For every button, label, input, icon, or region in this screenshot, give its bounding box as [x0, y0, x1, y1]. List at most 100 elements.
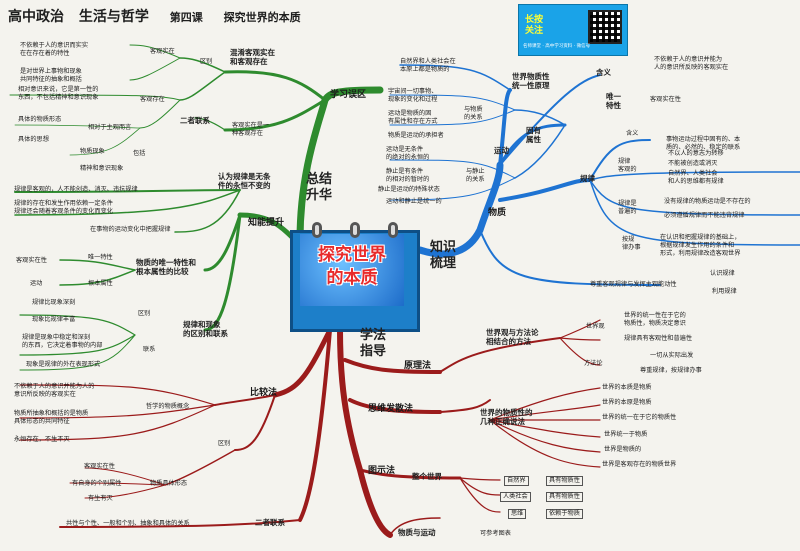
node-fundamental: 根本属性 [88, 280, 113, 287]
node-mistake1: 混淆客观实在 和客观存在 [230, 48, 275, 67]
node-relation3-desc: 共性与个性、一般和个别、抽象和具体的关系 [66, 520, 190, 527]
node-matter-motion: 物质与运动 [398, 528, 436, 537]
node-world-view: 世界观 [586, 323, 605, 330]
node-act-desc: 在认识和把握规律的基础上， 根据规律发生作用的条件和 形式，利用规律改造客观世界 [660, 234, 741, 257]
node-distinction2: 区别 [138, 310, 151, 317]
node-law3: 在事物的运动变化中把握规律 [90, 226, 171, 233]
node-birth2: 有生有灭 [88, 495, 113, 502]
node-use-law: 利用规律 [712, 288, 737, 295]
node-law-objective: 规律 客观的 [618, 158, 637, 173]
node-static-rel: 与静止 的关系 [466, 168, 485, 183]
node-world-method: 世界观与方法论 相结合的方法 [486, 328, 539, 347]
binder-ring-icon [350, 222, 360, 238]
node-phen-ext: 现象是规律的外在表现形式 [26, 361, 101, 368]
node-respect: 尊重客观规律与发挥主观能动性 [590, 281, 677, 288]
node-relation2-desc: 客观实在是一 种客观存在 [232, 122, 270, 137]
node-has-matter2: 具有物质性 [546, 492, 583, 502]
node-concrete-form: 物质具体形态 [150, 480, 188, 487]
node-has-matter1: 具有物质性 [546, 476, 583, 486]
node-law-meaning: 含义 [626, 130, 639, 137]
node-unique-title: 物质的唯一特性和 根本属性的比较 [136, 258, 196, 277]
promo-small-text: 名师课堂 · 高中学习资料 · 微信号 [523, 44, 591, 49]
center-topic: 探究世界 的本质 [290, 222, 420, 332]
node-unity-title: 世界物质性 统一性原理 [512, 72, 550, 91]
node-law1: 规律是客观的，人不能创造、消灭、违抗规律 [14, 186, 138, 193]
node-law-right: 规律 [580, 174, 595, 183]
node-unique-right: 唯一 特性 [606, 92, 621, 111]
branch-principle: 原理法 [404, 361, 432, 371]
node-u5: 世界是物质的 [604, 446, 642, 453]
course-title: 高中政治 [8, 9, 64, 25]
node-obj1: 不以人的意志为转移 [668, 150, 724, 157]
node-movement: 运动 [494, 146, 509, 155]
node-obj-reality-right: 客观实在性 [650, 96, 681, 103]
branch-summary: 总结 升华 [306, 172, 333, 204]
center-title-line2: 的本质 [326, 267, 378, 288]
node-law-universal: 规律是 普遍的 [618, 200, 637, 215]
center-globe [300, 234, 404, 306]
node-relation2: 二者联系 [180, 116, 210, 125]
lesson-label: 第四课 [169, 11, 203, 24]
node-wv1: 世界的统一性在于它的 物质性，物质决定意识 [624, 312, 686, 327]
node-link-desc: 规律是现象中稳定和深刻 的东西，它决定着事物的内部 [22, 334, 103, 349]
node-motion: 运动 [30, 280, 43, 287]
book-title: 生活与哲学 [78, 9, 149, 25]
node-birth: 有自身的个别属性 [72, 480, 122, 487]
node-spiritual-phen: 精神和意识现象 [80, 165, 124, 172]
node-include: 包括 [133, 150, 146, 157]
node-obj-reality: 客观实在 [150, 48, 175, 55]
node-u6: 世界是客观存在的物质世界 [602, 461, 677, 468]
node-act: 按规 律办事 [622, 236, 641, 251]
node-know-law: 认识规律 [710, 270, 735, 277]
node-static1: 运动是无条件 的绝对的永恒的 [386, 146, 430, 161]
branch-ability: 知能提升 [248, 218, 285, 228]
node-link: 联系 [143, 346, 156, 353]
node-wv2: 规律具有客观性和普遍性 [624, 335, 693, 342]
node-obj-existence: 客观存在 [140, 96, 165, 103]
node-law-wrong: 认为规律是无条 件的永恒不变的 [218, 172, 271, 191]
node-material-phen: 物质现象 [80, 148, 105, 155]
node-nature: 自然界 [504, 476, 529, 486]
node-md2: 尊重规律，按规律办事 [640, 367, 702, 374]
node-methodology: 方法论 [584, 360, 603, 367]
branch-mistakes: 学习误区 [330, 90, 367, 100]
node-u1: 世界的本质是物质 [602, 384, 652, 391]
node-reality-desc2: 是对世界上事物和现象 共同特征的抽象和概括 [20, 68, 82, 83]
center-title: 探究世界 的本质 [300, 244, 404, 290]
branch-knowledge: 知识 梳理 [430, 240, 457, 272]
node-unique: 唯一特性 [88, 254, 113, 261]
promo-banner[interactable]: 长按 关注 名师课堂 · 高中学习资料 · 微信号 [518, 4, 628, 56]
node-meaning-desc: 不依赖于人的意识并能为 人的意识所反映的客观实在 [654, 56, 729, 71]
node-thought: 具体的思想 [18, 136, 49, 143]
node-law-meaning-desc: 事物运动过程中固有的、本 质的、必然的、稳定的联系 [666, 136, 741, 151]
node-motion1: 宇宙间一切事物、 现象的变化和过程 [388, 88, 438, 103]
node-static2: 静止是有条件 的相对的暂时的 [386, 168, 430, 183]
node-society: 人类社会 [500, 492, 531, 502]
node-obj2: 不能被创造或消灭 [668, 160, 718, 167]
binder-ring-icon [312, 222, 322, 238]
node-md1: 一切从实际出发 [650, 352, 694, 359]
qr-code-icon[interactable] [588, 10, 622, 44]
node-uni1: 没有规律的物质运动是不存在的 [664, 198, 751, 205]
node-relative: 相对于主观而言 [88, 124, 132, 131]
page-title: 高中政治 生活与哲学 第四课 探究世界的本质 [8, 6, 311, 26]
node-law-deep: 规律比现象深刻 [32, 299, 76, 306]
node-relation3: 二者联系 [255, 518, 285, 527]
branch-matter: 物质 [488, 208, 507, 218]
node-concrete: 具体的物质形态 [18, 116, 62, 123]
node-motion2: 运动是物质的固 有属性和存在方式 [388, 110, 438, 125]
node-law-phen: 规律和现象 的区别和联系 [183, 320, 228, 339]
node-u3: 世界的统一在于它的物质性 [602, 414, 677, 421]
promo-title-1: 长按 [525, 15, 544, 25]
node-phil3: 永恒存在，不生不灭 [14, 436, 70, 443]
node-distinction3: 区别 [218, 440, 231, 447]
node-obj-reality2: 客观实在性 [16, 257, 47, 264]
branch-compare: 比较法 [250, 388, 278, 398]
node-static4: 运动和静止是统一的 [386, 198, 442, 205]
node-unity-desc: 自然界和人类社会在 本原上都是物质的 [400, 58, 456, 73]
node-whole-world: 整个世界 [412, 472, 442, 481]
center-title-line1: 探究世界 [318, 245, 386, 265]
promo-title: 长按 关注 [525, 15, 543, 37]
